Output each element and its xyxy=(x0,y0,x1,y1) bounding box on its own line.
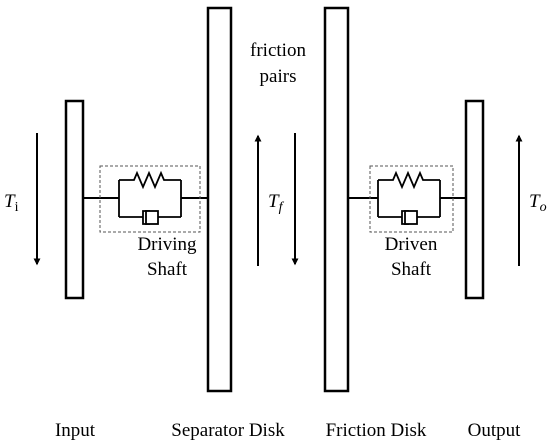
input-label: Input xyxy=(55,420,96,441)
friction-disk-label: Friction Disk xyxy=(326,420,427,441)
friction-pairs-label-line1: friction xyxy=(250,40,306,61)
driving-shaft-dashed-box xyxy=(99,165,201,233)
driving-shaft-label-line2: Shaft xyxy=(147,259,188,280)
driven-damper-piston xyxy=(404,210,418,225)
friction-pairs-label-line2: pairs xyxy=(260,66,297,87)
input-torque-label: Ti xyxy=(4,191,19,215)
input-plate xyxy=(64,99,85,300)
separator-disk xyxy=(206,6,233,393)
driving-spring xyxy=(119,170,181,190)
friction-disk xyxy=(323,6,350,393)
driving-shaft-label-line1: Driving xyxy=(137,234,197,255)
driven-shaft-spring-damper xyxy=(369,165,454,233)
driven-shaft-label-line2: Shaft xyxy=(391,259,432,280)
driven-shaft-dashed-box xyxy=(369,165,454,233)
driven-shaft-label-line1: Driven xyxy=(385,234,438,255)
output-plate xyxy=(464,99,485,300)
separator-disk-label: Separator Disk xyxy=(171,420,285,441)
output-torque-label: To xyxy=(529,191,547,215)
friction-torque-label: Tf xyxy=(268,191,285,215)
driven-spring xyxy=(378,170,440,190)
output-label: Output xyxy=(468,420,522,441)
driving-damper-piston xyxy=(145,210,159,225)
driving-shaft-spring-damper xyxy=(99,165,201,233)
